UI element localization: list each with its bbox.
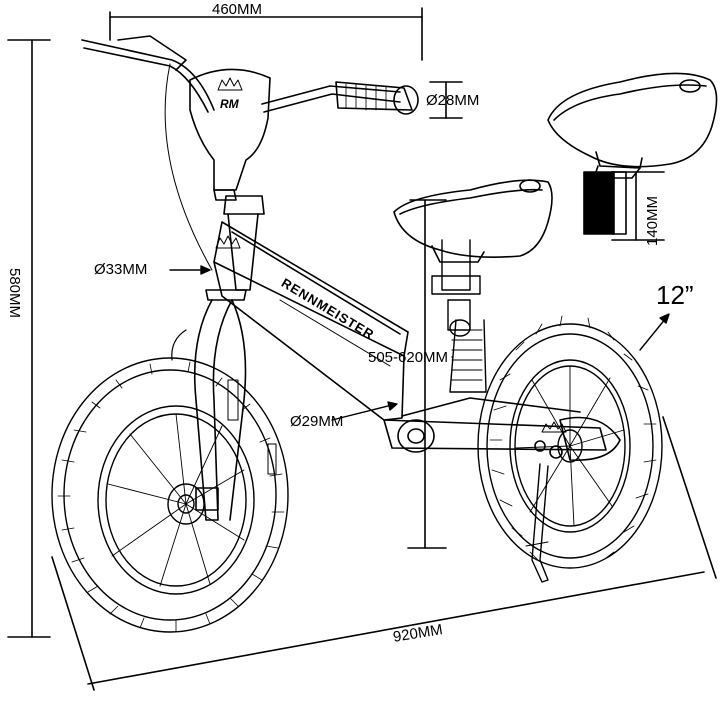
axle-diameter-label: Ø29MM [290,413,344,430]
frame [213,221,621,583]
seat-height-range-label: 505-620MM [368,349,449,366]
grip-diameter-label: Ø28MM [426,92,480,109]
seat-post-suspension [431,239,487,393]
frame-tube-diameter-label: Ø33MM [94,261,148,278]
wheel-size-label: 12” [656,280,694,310]
handlebar [81,35,419,271]
total-height-label: 580MM [6,268,23,319]
callout-arrows [169,265,670,421]
dimension-lines [7,7,717,691]
front-wheel [51,357,289,633]
seat [393,179,553,263]
headtube-badge: RM [220,97,239,111]
rear-wheel [477,315,663,569]
seatpost-length-label: 140MM [644,195,661,246]
detail-seat-inset [547,72,718,235]
handlebar-width-label: 460MM [212,1,263,18]
fork-headtube [171,195,265,521]
